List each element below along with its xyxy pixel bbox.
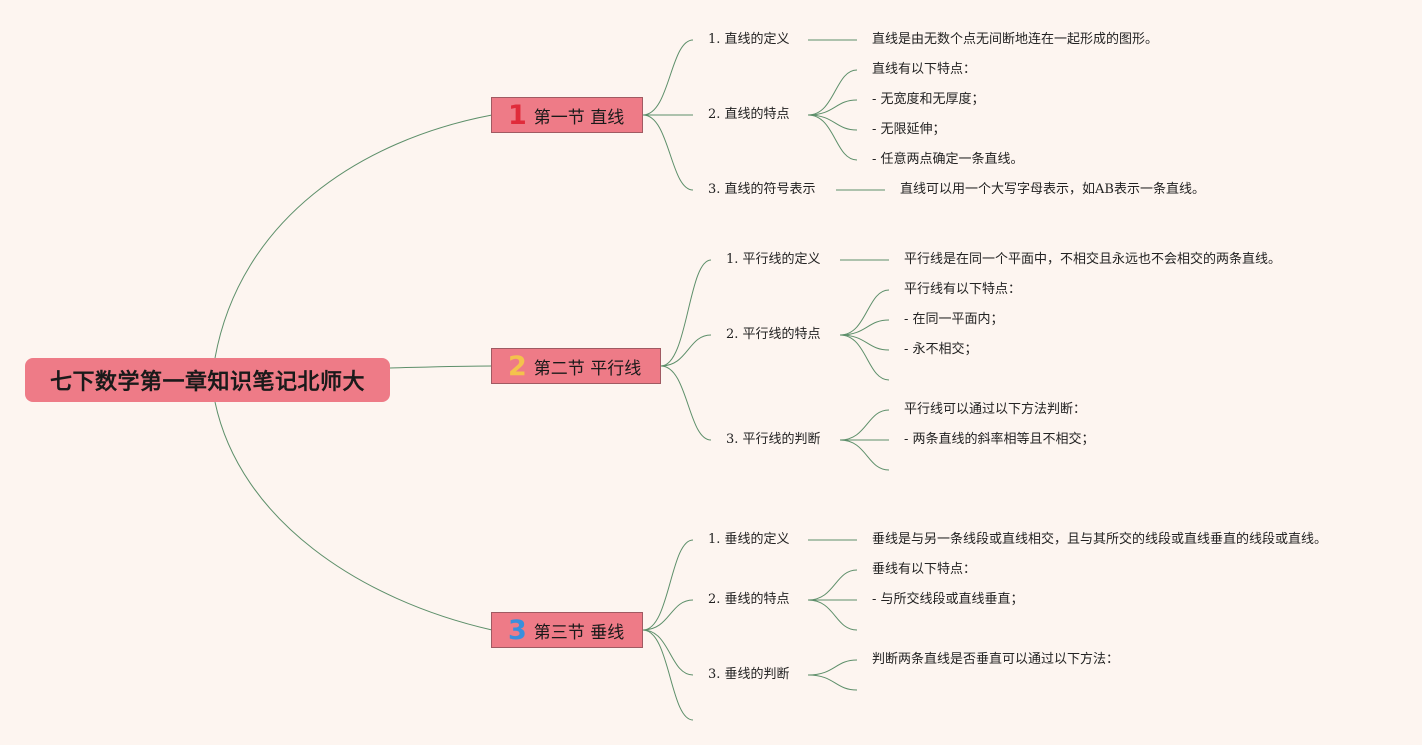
leaf-text[interactable]: - 与所交线段或直线垂直；	[872, 592, 1024, 607]
section-number-3: 3	[508, 614, 527, 646]
leaf-text[interactable]: 平行线可以通过以下方法判断：	[904, 402, 1087, 417]
leaf-text[interactable]: 直线可以用一个大写字母表示，如AB表示一条直线。	[900, 182, 1205, 197]
topic-node[interactable]: 1. 垂线的定义	[708, 532, 790, 547]
leaf-text[interactable]: 垂线有以下特点：	[872, 562, 977, 577]
leaf-text[interactable]: - 无限延伸；	[872, 122, 946, 137]
leaf-text[interactable]: 判断两条直线是否垂直可以通过以下方法：	[872, 652, 1120, 667]
leaf-text[interactable]: 直线是由无数个点无间断地连在一起形成的图形。	[872, 32, 1159, 47]
section-node-3[interactable]: 3 第三节 垂线	[491, 612, 643, 648]
section-number-2: 2	[508, 350, 527, 382]
leaf-text[interactable]: - 两条直线的斜率相等且不相交；	[904, 432, 1095, 447]
root-node[interactable]: 七下数学第一章知识笔记北师大	[25, 358, 390, 402]
topic-node[interactable]: 2. 垂线的特点	[708, 592, 790, 607]
section-node-1[interactable]: 1 第一节 直线	[491, 97, 643, 133]
section-label-2: 第二节 平行线	[533, 358, 642, 379]
leaf-text[interactable]: - 无宽度和无厚度；	[872, 92, 985, 107]
section-number-1: 1	[508, 99, 527, 131]
leaf-text[interactable]: 垂线是与另一条线段或直线相交，且与其所交的线段或直线垂直的线段或直线。	[872, 532, 1328, 547]
leaf-text[interactable]: - 在同一平面内；	[904, 312, 1004, 327]
leaf-text[interactable]: - 永不相交；	[904, 342, 978, 357]
section-node-2[interactable]: 2 第二节 平行线	[491, 348, 661, 384]
section-label-1: 第一节 直线	[533, 107, 625, 128]
leaf-text[interactable]: 平行线是在同一个平面中，不相交且永远也不会相交的两条直线。	[904, 252, 1282, 267]
topic-node[interactable]: 1. 直线的定义	[708, 32, 790, 47]
leaf-text[interactable]: - 任意两点确定一条直线。	[872, 152, 1024, 167]
leaf-text[interactable]: 平行线有以下特点：	[904, 282, 1022, 297]
topic-node[interactable]: 2. 直线的特点	[708, 107, 790, 122]
topic-node[interactable]: 2. 平行线的特点	[726, 327, 821, 342]
leaf-text[interactable]: 直线有以下特点：	[872, 62, 977, 77]
section-label-3: 第三节 垂线	[533, 622, 625, 643]
root-title: 七下数学第一章知识笔记北师大	[49, 370, 365, 395]
topic-node[interactable]: 1. 平行线的定义	[726, 252, 821, 267]
topic-node[interactable]: 3. 直线的符号表示	[708, 182, 816, 197]
topic-node[interactable]: 3. 平行线的判断	[726, 432, 821, 447]
topic-node[interactable]: 3. 垂线的判断	[708, 667, 790, 682]
